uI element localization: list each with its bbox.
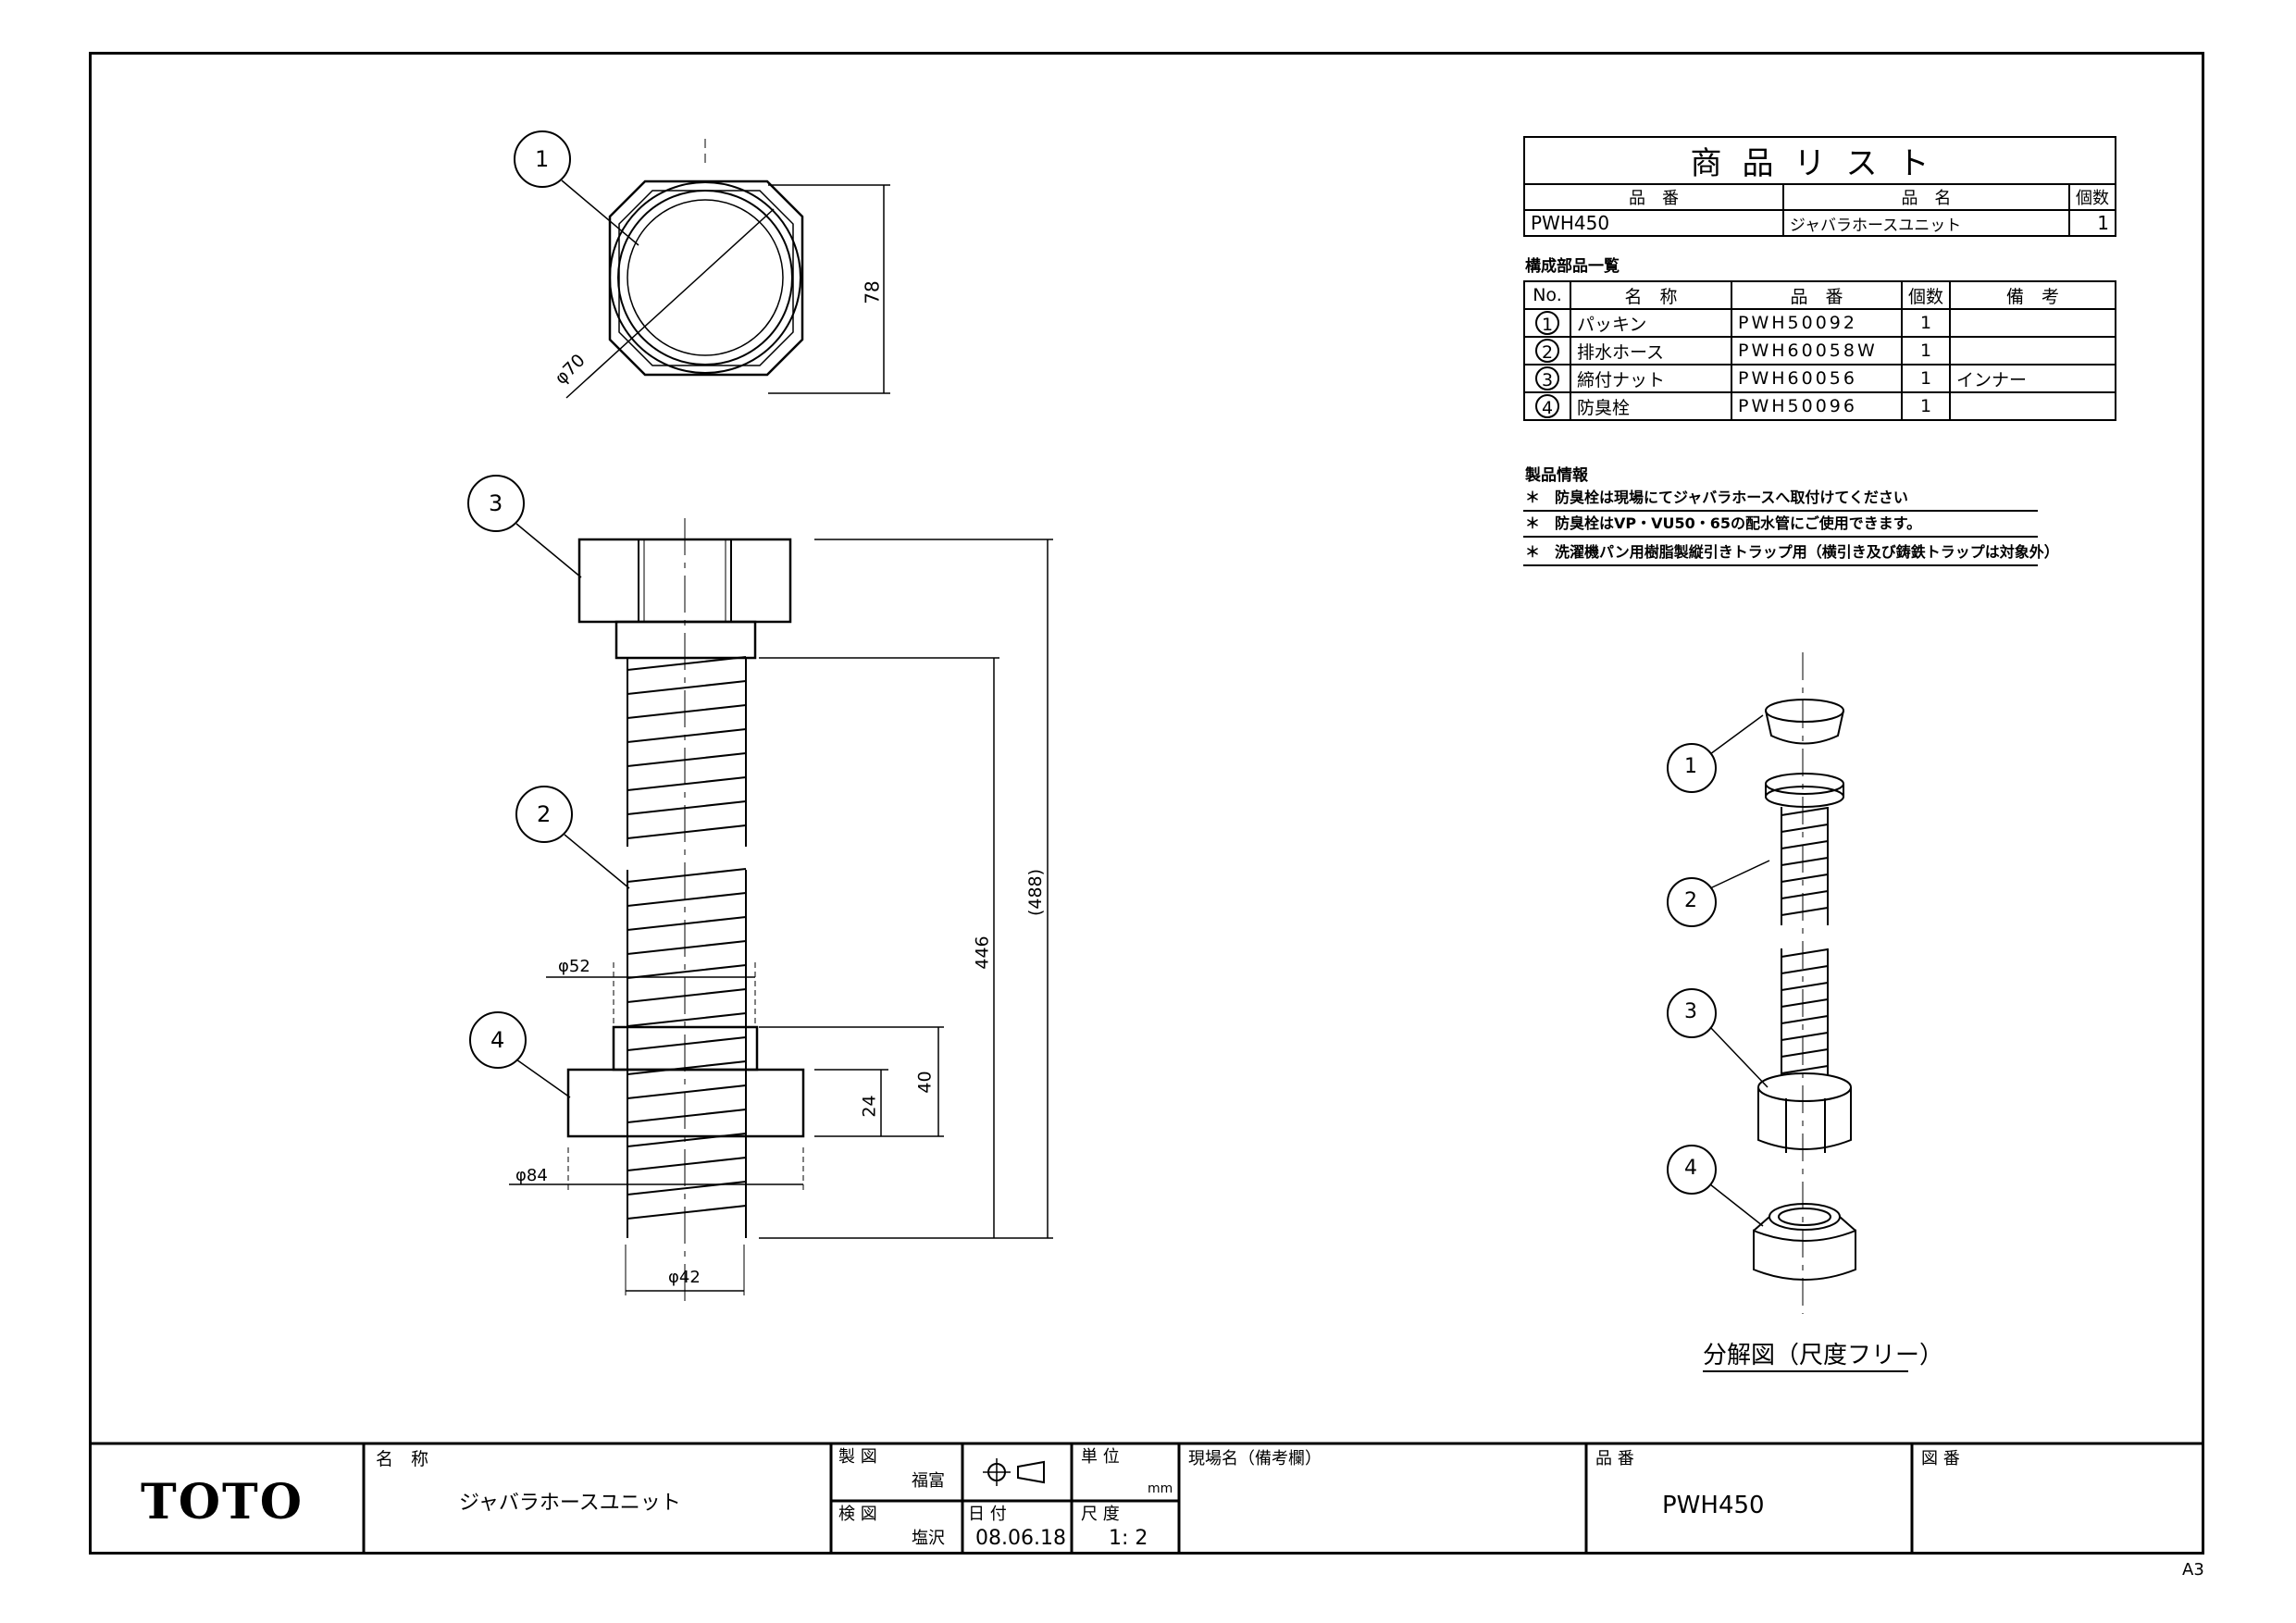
product-info-note-2: ＊ 防臭栓はVP・VU50・65の配水管にご使用できます。 (1525, 514, 1922, 532)
table-row: 1 パッキン PWH50092 1 (1523, 308, 2116, 338)
product-part-no: PWH450 (1523, 209, 1784, 237)
drawn-by: 福富 (912, 1471, 945, 1491)
balloon-2-side: 2 (537, 801, 552, 827)
row-no: 4 (1535, 394, 1559, 418)
exploded-view (1753, 652, 1856, 1314)
product-info-heading: 製品情報 (1525, 466, 1588, 485)
row-remarks: インナー (1949, 364, 2116, 393)
dim-h78: 78 (861, 280, 884, 304)
exploded-caption: 分解図（尺度フリー） (1703, 1342, 1944, 1369)
partno-value: PWH450 (1662, 1492, 1765, 1519)
row-remarks (1949, 308, 2116, 338)
components-table: No. 名 称 品 番 個数 備 考 1 パッキン PWH50092 1 2 排… (1523, 280, 2116, 421)
header-part-no: 品 番 (1523, 183, 1784, 211)
balloon-2-exploded: 2 (1684, 889, 1697, 912)
dim-h40: 40 (914, 1071, 936, 1094)
sheet-size: A3 (2182, 1560, 2204, 1580)
header-name: 品 名 (1781, 183, 2070, 211)
balloon-1-circle (514, 130, 571, 188)
name-label: 名 称 (376, 1449, 429, 1469)
unit-value: mm (1148, 1481, 1173, 1496)
row-part-no: PWH60056 (1731, 364, 1903, 393)
scale-label: 尺 度 (1081, 1505, 1120, 1524)
col-remarks: 備 考 (1949, 280, 2116, 310)
balloon-1-top: 1 (535, 146, 550, 172)
row-part-no: PWH60058W (1731, 336, 1903, 365)
table-row: 2 排水ホース PWH60058W 1 (1523, 336, 2116, 365)
row-remarks (1949, 336, 2116, 365)
dim-h24: 24 (859, 1095, 880, 1118)
row-part-no: PWH50096 (1731, 391, 1903, 421)
dim-h488: (488) (1025, 868, 1047, 917)
dim-d84: φ84 (515, 1166, 548, 1185)
product-name: ジャバラホースユニット (1781, 209, 2070, 237)
checked-by: 塩沢 (912, 1529, 945, 1548)
product-list-table: 商品リスト 品 番 品 名 個数 PWH450 ジャバラホースユニット 1 (1523, 136, 2117, 237)
row-no: 2 (1535, 339, 1559, 363)
table-row: 3 締付ナット PWH60056 1 インナー (1523, 364, 2116, 393)
balloon-4-exploded: 4 (1684, 1157, 1697, 1180)
dim-d52: φ52 (558, 957, 590, 976)
drawn-label: 製 図 (838, 1447, 877, 1467)
row-no: 1 (1535, 311, 1559, 335)
row-name: パッキン (1570, 308, 1732, 338)
col-part-no: 品 番 (1731, 280, 1903, 310)
product-info-note-3: ＊ 洗濯機パン用樹脂製縦引きトラップ用（横引き及び鋳鉄トラップは対象外） (1525, 543, 2059, 561)
date-value: 08.06.18 (975, 1527, 1066, 1550)
components-heading: 構成部品一覧 (1525, 257, 1620, 276)
scale-value: 1: 2 (1109, 1527, 1148, 1550)
name-value: ジャバラホースユニット (459, 1492, 681, 1515)
toto-logo: TOTO (141, 1474, 304, 1530)
side-view-assembly (509, 518, 1053, 1305)
drawingno-label: 図 番 (1921, 1449, 1960, 1468)
balloon-4-side: 4 (490, 1027, 505, 1053)
balloon-3-exploded: 3 (1684, 1000, 1697, 1023)
top-view-packing (565, 139, 890, 399)
table-row: 4 防臭栓 PWH50096 1 (1523, 391, 2116, 421)
site-label: 現場名（備考欄） (1188, 1449, 1322, 1468)
product-qty: 1 (2067, 209, 2117, 237)
row-remarks (1949, 391, 2116, 421)
checked-label: 検 図 (838, 1505, 877, 1524)
row-qty: 1 (1900, 336, 1952, 365)
row-qty: 1 (1900, 308, 1952, 338)
product-list-title: 商品リスト (1523, 136, 2116, 185)
row-qty: 1 (1900, 364, 1952, 393)
product-info-note-1: ＊ 防臭栓は現場にてジャバラホースへ取付けてください (1525, 489, 1908, 506)
col-qty: 個数 (1900, 280, 1952, 310)
col-name: 名 称 (1570, 280, 1732, 310)
row-part-no: PWH50092 (1731, 308, 1903, 338)
row-name: 締付ナット (1570, 364, 1732, 393)
row-no: 3 (1535, 366, 1559, 390)
balloon-3-side: 3 (489, 490, 503, 516)
unit-label: 単 位 (1081, 1447, 1120, 1467)
row-qty: 1 (1900, 391, 1952, 421)
row-name: 排水ホース (1570, 336, 1732, 365)
dim-d42: φ42 (668, 1268, 701, 1287)
dim-h446: 446 (972, 935, 993, 970)
header-qty: 個数 (2067, 183, 2117, 211)
col-no: No. (1523, 280, 1571, 310)
date-label: 日 付 (968, 1505, 1007, 1524)
partno-label: 品 番 (1595, 1449, 1634, 1468)
row-name: 防臭栓 (1570, 391, 1732, 421)
balloon-1-exploded: 1 (1684, 755, 1697, 778)
drawing-frame (89, 52, 2204, 1555)
